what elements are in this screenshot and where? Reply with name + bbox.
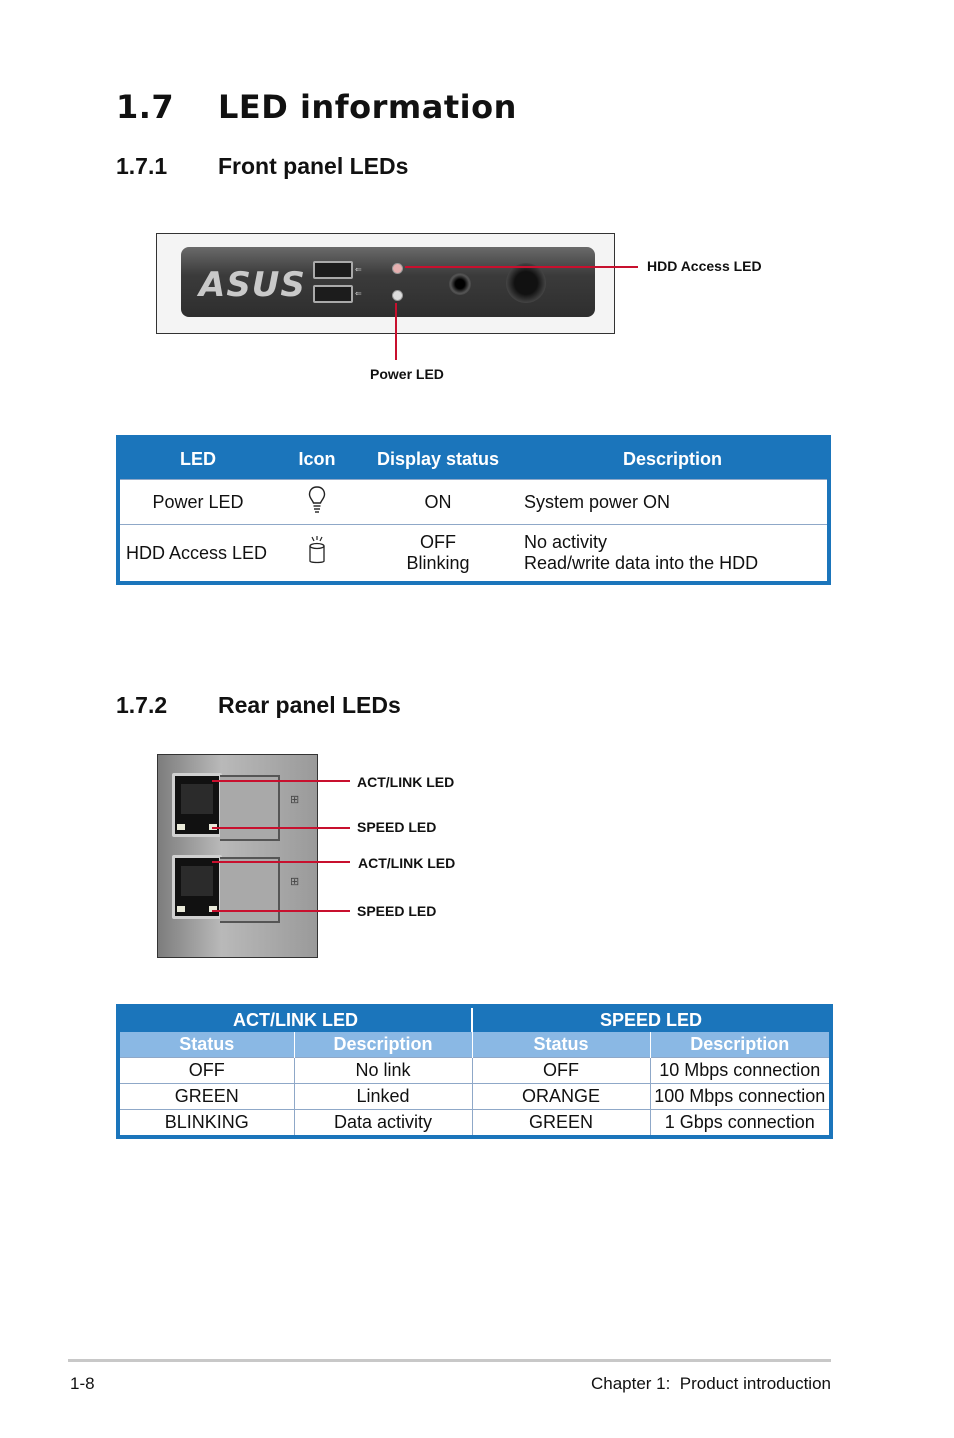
table-row: Power LED ON System power ON: [118, 479, 829, 525]
rear-led-table: ACT/LINK LED SPEED LED Status Descriptio…: [116, 1004, 833, 1139]
description-line: Read/write data into the HDD: [524, 553, 759, 573]
table-row: HDD Access LED OFF Blinking No activity …: [118, 524, 829, 583]
front-panel-image: ASUS ⇐ ⇐: [156, 233, 615, 334]
power-callout-line: [395, 303, 397, 360]
table-row: OFF No link OFF 10 Mbps connection: [117, 1057, 832, 1084]
page-number: 1-8: [70, 1374, 95, 1393]
table-row: BLINKING Data activity GREEN 1 Gbps conn…: [117, 1109, 832, 1138]
front-title: Front panel LEDs: [218, 153, 409, 179]
front-panel-bar: ASUS ⇐ ⇐: [181, 247, 595, 317]
led-name: Power LED: [118, 479, 276, 525]
hdd-callout-label: HDD Access LED: [647, 258, 762, 274]
table-cell: OFF: [117, 1057, 295, 1084]
lan-symbol-icon: ⊞: [290, 876, 300, 888]
table-cell: 10 Mbps connection: [649, 1057, 832, 1084]
group-act-link: ACT/LINK LED: [118, 1006, 472, 1032]
table-cell: No link: [293, 1057, 473, 1084]
lightbulb-icon: [276, 479, 358, 525]
lan-symbol-icon: ⊞: [290, 794, 300, 806]
rear-panel-image: ⊞ ⊞: [157, 754, 318, 958]
rear-heading: 1.7.2 Rear panel LEDs: [116, 692, 401, 719]
description-line: No activity: [524, 532, 608, 552]
callout-line: [212, 910, 350, 912]
lan-port-socket: [181, 784, 213, 814]
table-cell: BLINKING: [117, 1109, 295, 1138]
lan-port-icon: [172, 773, 222, 837]
callout-line: [212, 827, 350, 829]
led-name: HDD Access LED: [118, 524, 276, 583]
table-cell: 100 Mbps connection: [649, 1083, 832, 1110]
lan-port-socket: [181, 866, 213, 896]
lan-port-icon: [172, 855, 222, 919]
table-row: GREEN Linked ORANGE 100 Mbps connection: [117, 1083, 832, 1110]
power-callout-label: Power LED: [370, 366, 444, 382]
rear-title: Rear panel LEDs: [218, 692, 401, 718]
section-heading: 1.7 LED information: [116, 88, 517, 126]
footer-rule: [68, 1359, 831, 1362]
hdd-led-icon: [392, 263, 403, 274]
usb-symbol-icon: ⇐: [355, 289, 362, 298]
table-group-row: ACT/LINK LED SPEED LED: [118, 1006, 831, 1032]
subheader-status: Status: [472, 1032, 651, 1058]
section-number: 1.7: [116, 88, 175, 126]
table-cell: Data activity: [293, 1109, 473, 1138]
table-cell: OFF: [471, 1057, 651, 1084]
usb-symbol-icon: ⇐: [355, 265, 362, 274]
section-title: LED information: [218, 88, 517, 126]
table-cell: ORANGE: [471, 1083, 651, 1110]
lan-port-housing: [220, 857, 280, 923]
callout-act-link-1: ACT/LINK LED: [357, 774, 455, 790]
subheader-description: Description: [650, 1032, 832, 1058]
hdd-icon: [276, 524, 358, 583]
front-heading: 1.7.1 Front panel LEDs: [116, 153, 408, 180]
led-description: No activity Read/write data into the HDD: [518, 524, 829, 583]
speed-led-icon: [177, 824, 185, 830]
group-speed: SPEED LED: [471, 1006, 831, 1032]
asus-logo: ASUS: [199, 265, 306, 305]
header-icon: Icon: [276, 437, 358, 480]
display-status: OFF Blinking: [358, 524, 518, 583]
rear-number: 1.7.2: [116, 692, 168, 718]
header-status: Display status: [358, 437, 518, 480]
lan-port-housing: [220, 775, 280, 841]
hdd-callout-line: [405, 266, 638, 268]
audio-jack-icon: [449, 273, 471, 295]
led-description: System power ON: [518, 479, 829, 525]
subheader-status: Status: [118, 1032, 295, 1058]
power-led-icon: [392, 290, 403, 301]
usb-port-icon: [313, 285, 353, 303]
power-button-icon: [506, 263, 546, 303]
subheader-description: Description: [294, 1032, 473, 1058]
act-led-icon: [209, 906, 217, 912]
table-cell: GREEN: [117, 1083, 295, 1110]
table-cell: GREEN: [471, 1109, 651, 1138]
front-number: 1.7.1: [116, 153, 168, 179]
callout-line: [212, 780, 350, 782]
speed-led-icon: [177, 906, 185, 912]
table-cell: Linked: [293, 1083, 473, 1110]
display-status: ON: [358, 479, 518, 525]
front-led-table: LED Icon Display status Description Powe…: [116, 435, 831, 585]
header-led: LED: [118, 437, 276, 480]
table-cell: 1 Gbps connection: [649, 1109, 832, 1138]
callout-speed-2: SPEED LED: [357, 903, 437, 919]
chapter-title: Chapter 1: Product introduction: [590, 1374, 831, 1393]
table-header-row: LED Icon Display status Description: [118, 437, 829, 480]
status-off: OFF: [420, 532, 456, 552]
status-blinking: Blinking: [406, 553, 470, 573]
callout-speed-1: SPEED LED: [357, 819, 437, 835]
header-description: Description: [518, 437, 829, 480]
usb-port-icon: [313, 261, 353, 279]
table-subheader-row: Status Description Status Description: [118, 1032, 832, 1058]
callout-act-link-2: ACT/LINK LED: [358, 855, 456, 871]
callout-line: [212, 861, 350, 863]
